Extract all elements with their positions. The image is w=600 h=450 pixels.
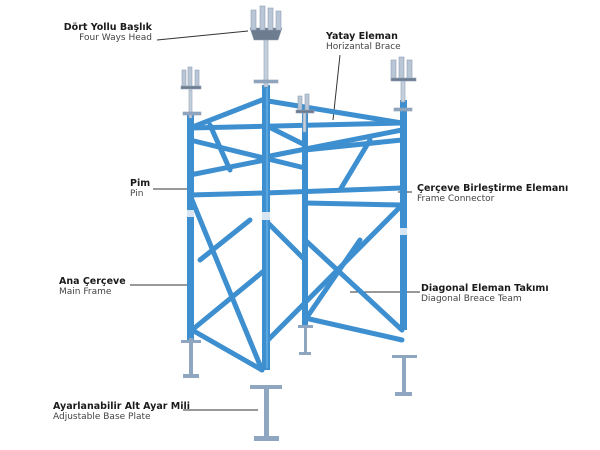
leader-four-ways-head xyxy=(156,30,249,41)
label-title: Dört Yollu Başlık xyxy=(63,22,152,33)
label-title: Çerçeve Birleştirme Elemanı xyxy=(417,183,569,194)
label-subtitle: Horizantal Brace xyxy=(326,42,401,52)
label-diagonal-brace-team: Diagonal Eleman Takımı Diagonal Breace T… xyxy=(421,283,549,305)
main-frame-posts xyxy=(187,85,407,370)
label-subtitle: Four Ways Head xyxy=(79,33,152,43)
label-adjustable-base-plate: Ayarlanabilir Alt Ayar Mili Adjustable B… xyxy=(53,401,190,423)
back-frame xyxy=(302,100,407,330)
label-title: Ana Çerçeve xyxy=(59,276,126,287)
label-horizontal-brace: Yatay Eleman Horizantal Brace xyxy=(326,31,401,53)
four-ways-heads xyxy=(180,5,417,133)
label-subtitle: Adjustable Base Plate xyxy=(53,412,151,422)
base-plates xyxy=(181,325,417,441)
label-subtitle: Main Frame xyxy=(59,287,112,297)
label-main-frame: Ana Çerçeve Main Frame xyxy=(59,276,126,298)
braces xyxy=(187,97,405,373)
label-four-ways-head: Dört Yollu Başlık Four Ways Head xyxy=(40,22,152,44)
leader-lines xyxy=(130,30,420,411)
label-subtitle: Pin xyxy=(130,189,144,199)
label-subtitle: Frame Connector xyxy=(417,194,495,204)
leader-horizontal-brace xyxy=(332,54,341,121)
label-title: Ayarlanabilir Alt Ayar Mili xyxy=(53,401,190,412)
label-frame-connector: Çerçeve Birleştirme Elemanı Frame Connec… xyxy=(417,183,568,205)
label-subtitle: Diagonal Breace Team xyxy=(421,294,522,304)
label-pin: Pim Pin xyxy=(130,178,150,200)
label-title: Yatay Eleman xyxy=(326,31,398,42)
label-title: Pim xyxy=(130,178,151,189)
label-title: Diagonal Eleman Takımı xyxy=(421,283,549,294)
